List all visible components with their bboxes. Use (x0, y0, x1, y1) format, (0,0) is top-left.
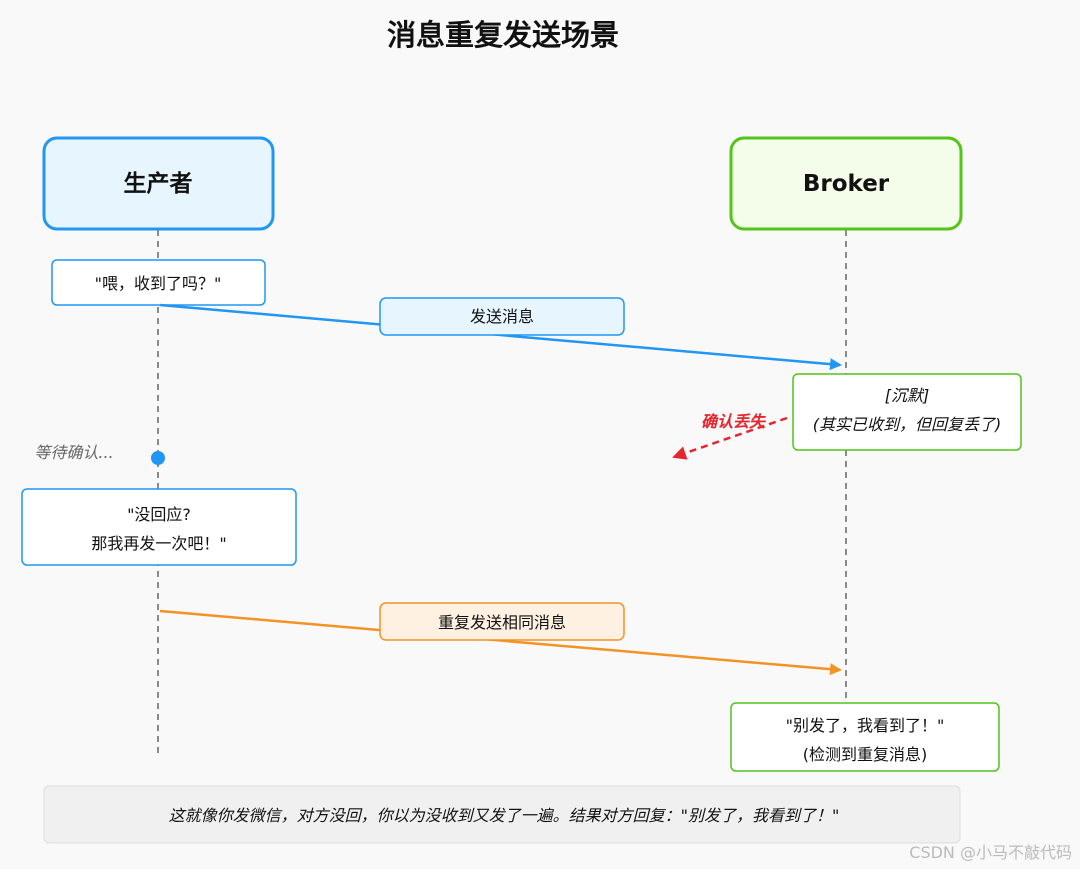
note-stop-line2: (检测到重复消息) (803, 745, 928, 764)
note-hello-text: "喂，收到了吗？" (95, 274, 222, 293)
broker-box (729, 136, 963, 231)
note-stop: "别发了，我看到了！" (检测到重复消息) (730, 702, 1000, 772)
waiting-dot (151, 451, 165, 465)
ack-lost-arrow (672, 416, 788, 460)
note-silence: [沉默] (其实已收到，但回复丢了) (792, 373, 1022, 451)
note-stop-box (730, 702, 1000, 772)
diagram-title: 消息重复发送场景 (387, 18, 619, 52)
note-resend-line2: 那我再发一次吧！" (91, 534, 226, 553)
resend-message-label: 重复发送相同消息 (379, 602, 625, 641)
send-message-label: 发送消息 (379, 297, 625, 336)
footer-box (43, 785, 961, 844)
producer-actor: 生产者 (42, 136, 275, 231)
footer-note: 这就像你发微信，对方没回，你以为没收到又发了一遍。结果对方回复："别发了，我看到… (43, 785, 961, 844)
producer-label: 生产者 (124, 170, 193, 197)
note-silence-line2: (其实已收到，但回复丢了) (813, 415, 1002, 434)
broker-label: Broker (803, 171, 890, 197)
producer-box (42, 136, 275, 231)
watermark-text: CSDN @小马不敲代码 (909, 843, 1072, 862)
note-resend-box (21, 488, 297, 566)
broker-actor: Broker (729, 136, 963, 231)
send-message-label-box (379, 297, 625, 336)
note-hello-box (51, 259, 266, 306)
note-stop-line1: "别发了，我看到了！" (786, 716, 945, 735)
note-silence-box (792, 373, 1022, 451)
note-resend: "没回应? 那我再发一次吧！" (21, 488, 297, 566)
resend-message-label-box (379, 602, 625, 641)
note-hello: "喂，收到了吗？" (51, 259, 266, 306)
note-resend-line1: "没回应? (127, 505, 191, 524)
resend-message-text: 重复发送相同消息 (438, 613, 566, 632)
send-message-text: 发送消息 (470, 307, 534, 326)
footer-text: 这就像你发微信，对方没回，你以为没收到又发了一遍。结果对方回复："别发了，我看到… (169, 806, 840, 825)
ack-lost-text: 确认丢失 (701, 412, 767, 431)
waiting-text: 等待确认... (34, 443, 113, 462)
note-silence-line1: [沉默] (885, 386, 930, 405)
